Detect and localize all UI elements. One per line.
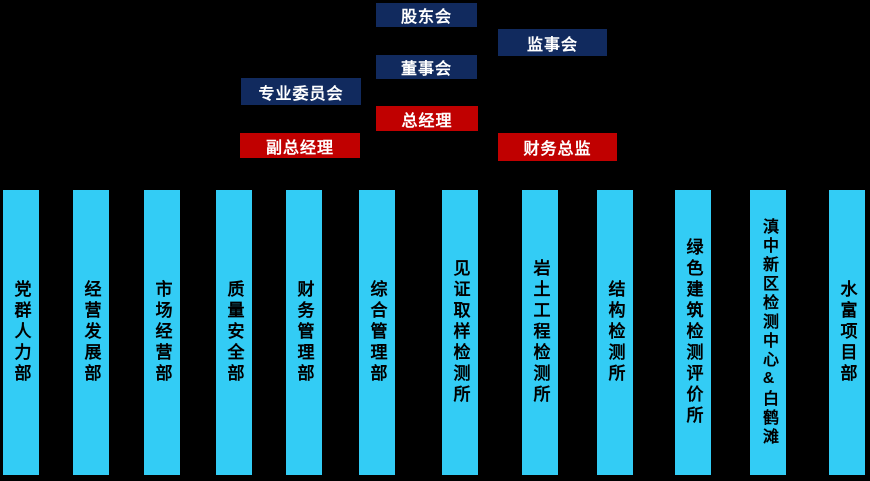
- dept-column-label: 水富项目部: [837, 280, 857, 385]
- dept-column-label: 滇中新区检测中心&白鹤滩: [760, 218, 777, 447]
- org-box-shareholders-meeting: 股东会: [376, 3, 477, 27]
- dept-column-label: 见证取样检测所: [450, 259, 470, 406]
- dept-column-label: 结构检测所: [605, 280, 625, 385]
- dept-column-label: 岩土工程检测所: [530, 259, 550, 406]
- dept-column-label: 市场经营部: [152, 280, 172, 385]
- org-box-deputy-general-manager: 副总经理: [240, 133, 360, 158]
- dept-column-label: 经营发展部: [81, 280, 101, 385]
- dept-column-label: 财务管理部: [294, 280, 314, 385]
- dept-column-label: 质量安全部: [224, 280, 244, 385]
- dept-column-geotechnical-testing: 岩土工程检测所: [522, 190, 558, 475]
- dept-column-dianzhong-baihetan-center: 滇中新区检测中心&白鹤滩: [750, 190, 786, 475]
- org-box-board-of-directors: 董事会: [376, 55, 477, 79]
- dept-column-quality-safety: 质量安全部: [216, 190, 252, 475]
- dept-column-party-hr: 党群人力部: [3, 190, 39, 475]
- dept-column-label: 综合管理部: [367, 280, 387, 385]
- dept-column-market-operations: 市场经营部: [144, 190, 180, 475]
- dept-column-witness-sampling-testing: 见证取样检测所: [442, 190, 478, 475]
- dept-column-green-building-evaluation: 绿色建筑检测评价所: [675, 190, 711, 475]
- dept-column-shuifu-project: 水富项目部: [829, 190, 865, 475]
- dept-column-label: 绿色建筑检测评价所: [683, 238, 703, 427]
- org-box-general-manager: 总经理: [376, 106, 478, 131]
- dept-column-label: 党群人力部: [11, 280, 31, 385]
- org-box-supervisory-board: 监事会: [498, 29, 607, 56]
- dept-column-finance-management: 财务管理部: [286, 190, 322, 475]
- dept-column-structural-testing: 结构检测所: [597, 190, 633, 475]
- dept-column-general-management: 综合管理部: [359, 190, 395, 475]
- dept-column-business-development: 经营发展部: [73, 190, 109, 475]
- org-box-professional-committee: 专业委员会: [241, 78, 361, 105]
- org-box-finance-director: 财务总监: [498, 133, 617, 161]
